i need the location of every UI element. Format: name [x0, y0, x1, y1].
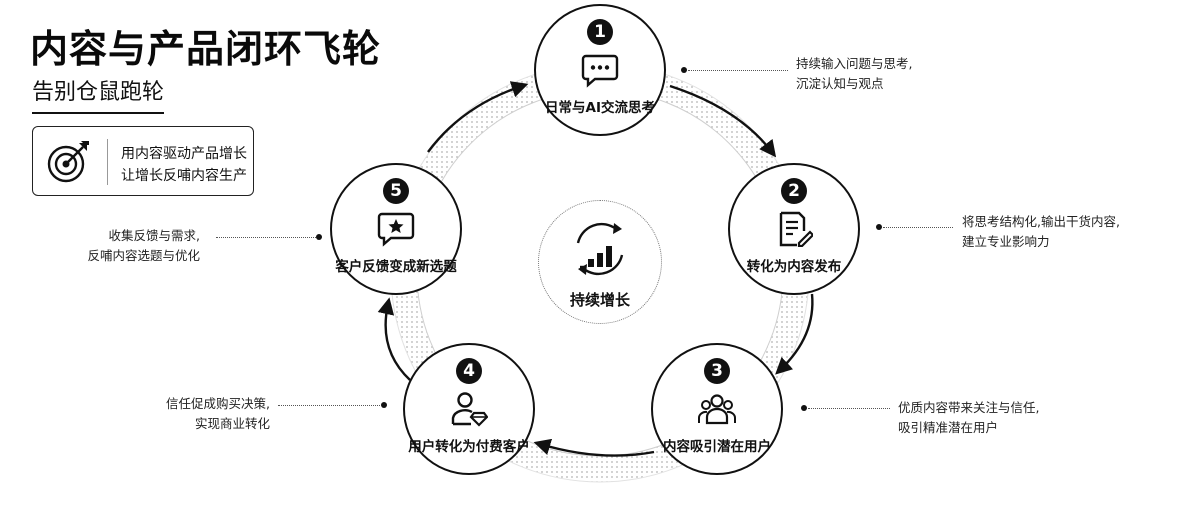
step-desc-3: 优质内容带来关注与信任, 吸引精准潜在用户 [898, 398, 1039, 438]
document-edit-icon [779, 211, 813, 247]
leader-dot-4 [381, 402, 387, 408]
step-number-3: 3 [704, 358, 730, 384]
motto-line-1: 用内容驱动产品增长 [121, 146, 247, 162]
step-desc-4-line-2: 实现商业转化 [194, 416, 270, 431]
motto-line-2: 让增长反哺内容生产 [121, 168, 247, 184]
step-desc-4: 信任促成购买决策, 实现商业转化 [166, 394, 270, 434]
star-bubble-icon [377, 212, 415, 247]
leader-dot-3 [801, 405, 807, 411]
step-desc-2: 将思考结构化,输出干货内容, 建立专业影响力 [962, 212, 1120, 252]
arrow-1-to-2 [669, 84, 777, 158]
step-label-4: 用户转化为付费客户 [408, 439, 530, 455]
step-desc-2-line-1: 将思考结构化,输出干货内容, [962, 214, 1120, 229]
leader-line-5 [216, 237, 316, 238]
arrow-4-to-5 [377, 297, 411, 381]
step-desc-2-line-2: 建立专业影响力 [962, 234, 1050, 249]
center-hub: 持续增长 [538, 200, 662, 324]
leader-line-3 [808, 408, 890, 409]
step-desc-1-line-2: 沉淀认知与观点 [796, 76, 884, 91]
step-desc-4-line-1: 信任促成购买决策, [166, 396, 270, 411]
step-desc-3-line-2: 吸引精准潜在用户 [898, 420, 999, 435]
chat-bubble-icon [581, 54, 619, 88]
leader-dot-1 [681, 67, 687, 73]
leader-dot-2 [876, 224, 882, 230]
step-desc-1-line-1: 持续输入问题与思考, [796, 56, 913, 71]
motto-box: 用内容驱动产品增长 让增长反哺内容生产 [32, 126, 254, 196]
step-node-5: 5 客户反馈变成新选题 [330, 163, 462, 295]
leader-dot-5 [316, 234, 322, 240]
step-label-1: 日常与AI交流思考 [545, 100, 655, 116]
center-label: 持续增长 [569, 291, 630, 309]
step-number-1: 1 [587, 19, 613, 45]
user-diamond-icon [451, 392, 488, 427]
step-node-2: 2 转化为内容发布 [728, 163, 860, 295]
step-node-3: 3 内容吸引潜在用户 [651, 343, 783, 475]
step-number-5: 5 [383, 178, 409, 204]
arrow-3-to-4 [533, 438, 655, 457]
step-label-5: 客户反馈变成新选题 [335, 259, 457, 275]
arrow-2-to-3 [775, 293, 814, 375]
step-number-4: 4 [456, 358, 482, 384]
step-desc-5-line-2: 反哺内容选题与优化 [87, 248, 200, 263]
leader-line-4 [278, 405, 380, 406]
users-group-icon [698, 394, 736, 425]
step-number-2: 2 [781, 178, 807, 204]
page-title: 内容与产品闭环飞轮 [30, 27, 382, 71]
step-label-2: 转化为内容发布 [746, 259, 842, 275]
growth-chart-icon [576, 222, 624, 276]
step-desc-5: 收集反馈与需求, 反哺内容选题与优化 [87, 226, 200, 266]
step-node-1: 1 日常与AI交流思考 [534, 4, 666, 136]
step-desc-1: 持续输入问题与思考, 沉淀认知与观点 [796, 54, 912, 94]
step-label-3: 内容吸引潜在用户 [663, 439, 771, 455]
step-desc-5-line-1: 收集反馈与需求, [108, 228, 200, 243]
page-subtitle: 告别仓鼠跑轮 [32, 74, 165, 114]
leader-line-2 [883, 227, 953, 228]
step-node-4: 4 用户转化为付费客户 [403, 343, 535, 475]
step-desc-3-line-1: 优质内容带来关注与信任, [898, 400, 1040, 415]
arrow-5-to-1 [427, 81, 529, 153]
target-arrow-icon [47, 141, 89, 183]
leader-line-1 [688, 70, 788, 71]
motto-divider [107, 139, 108, 185]
